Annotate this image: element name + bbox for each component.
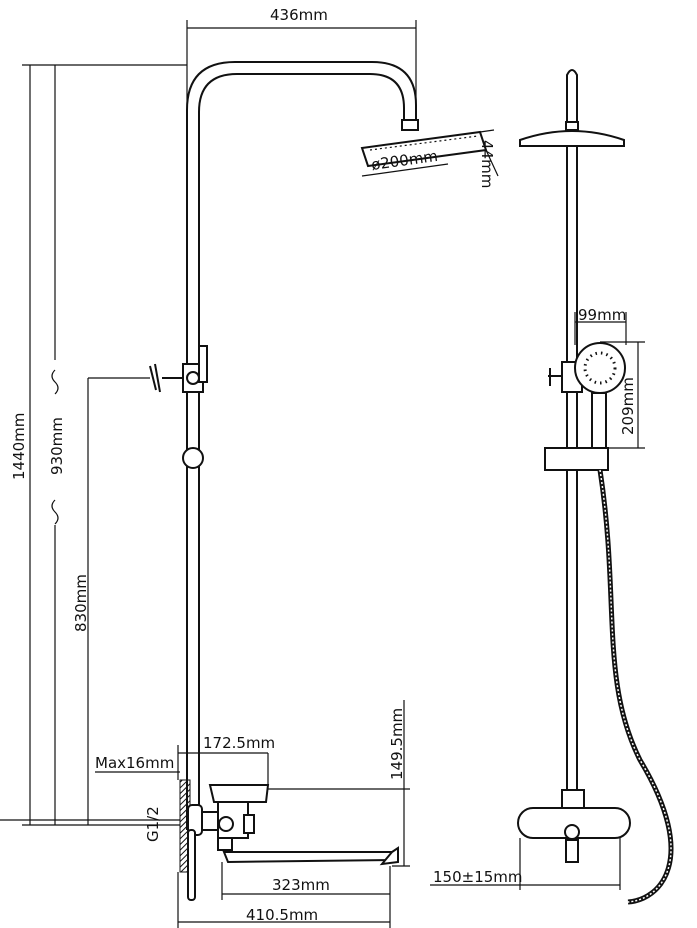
front-shower-head	[519, 130, 625, 147]
dim-mixer-height: 149.5mm	[388, 708, 406, 780]
slider-ball	[182, 447, 204, 469]
slide-bracket	[544, 447, 609, 471]
mixer	[187, 784, 399, 901]
riser-pipe-inner	[198, 73, 405, 830]
hand-shower-handle	[591, 392, 607, 449]
riser-pipe	[186, 61, 417, 830]
dim-diverter-height: 830mm	[72, 574, 90, 632]
dim-hand-shower-length: 209mm	[619, 377, 637, 435]
dim-arm-width: 436mm	[270, 6, 328, 24]
dim-adjustable-height: 930mm	[48, 417, 66, 475]
dim-inlet-spacing: 150±15mm	[433, 868, 523, 886]
dim-total-projection: 410.5mm	[246, 906, 318, 924]
dim-thread: G1/2	[144, 806, 162, 842]
side-view: 436mm ø200mm 44mm 1440mm 930mm 830mm 172…	[0, 6, 499, 928]
head-connector	[401, 119, 419, 131]
front-riser	[566, 69, 578, 800]
dim-spout-length: 323mm	[272, 876, 330, 894]
dim-mixer-depth: 172.5mm	[203, 734, 275, 752]
dim-hand-shower-width: 99mm	[578, 306, 626, 324]
dim-head-thickness: 44mm	[478, 140, 496, 188]
front-view: 99mm 209mm 150±15mm	[430, 69, 674, 905]
diverter-knob	[149, 345, 208, 393]
dim-total-height: 1440mm	[10, 413, 28, 480]
hand-shower-head	[574, 342, 626, 394]
front-mixer	[517, 789, 631, 863]
dim-wall-max: Max16mm	[95, 754, 174, 772]
